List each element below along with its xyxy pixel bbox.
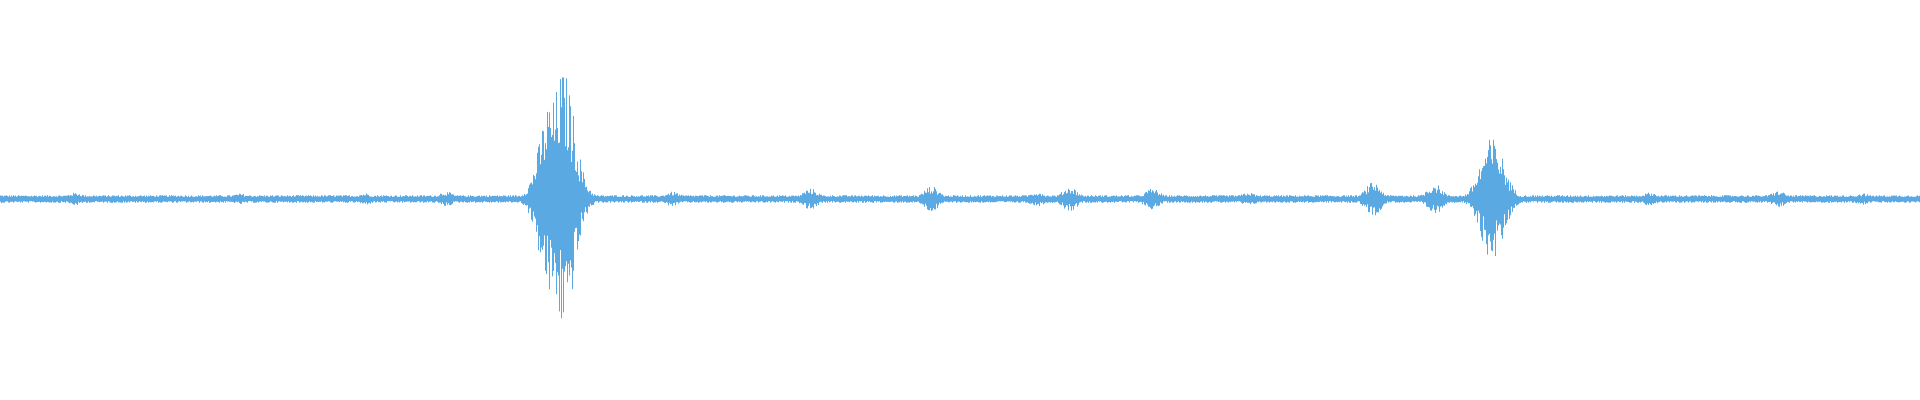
waveform-trace (0, 77, 1920, 319)
waveform-path (0, 77, 1920, 319)
